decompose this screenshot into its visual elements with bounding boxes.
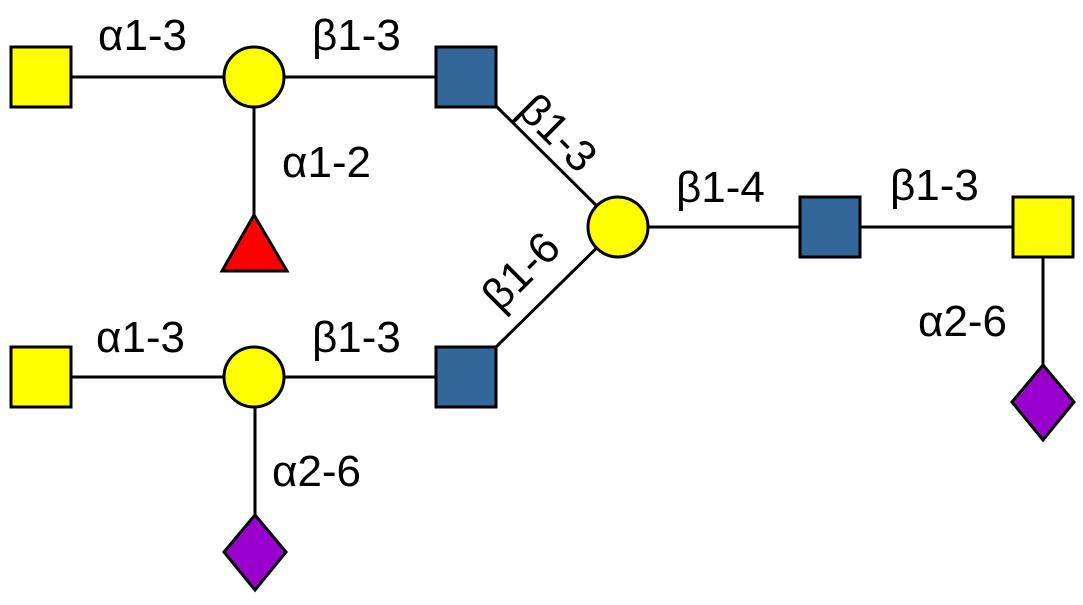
linkage-label: α2-6 [918,297,1007,346]
glcnac-square-bottom [434,345,498,409]
residues [9,45,1076,593]
linkage-label: α1-3 [96,313,185,362]
galnac-square-top-left [9,45,73,109]
linkage-label: α1-3 [98,11,187,60]
galnac-square-bottom-left [9,345,73,409]
gal-circle-top [222,45,286,109]
fuc-triangle-top [219,212,290,273]
gal-circle-branch [586,195,650,259]
linkage-label: β1-3 [509,84,607,182]
linkage-label: β1-4 [676,163,765,212]
linkage-label: β1-6 [472,223,570,321]
sia-diamond-right [1010,362,1076,443]
linkage-label: α2-6 [272,447,361,496]
glcnac-square-top [434,45,498,109]
gal-circle-bottom [222,345,286,409]
linkage-label: β1-3 [890,161,979,210]
linkage-label: β1-3 [312,313,401,362]
glcnac-square-core [798,195,862,259]
galnac-square-reducing [1011,195,1075,259]
linkage-label: β1-3 [312,11,401,60]
sia-diamond-bottom [222,512,288,593]
linkage-label: α1-2 [282,138,371,187]
